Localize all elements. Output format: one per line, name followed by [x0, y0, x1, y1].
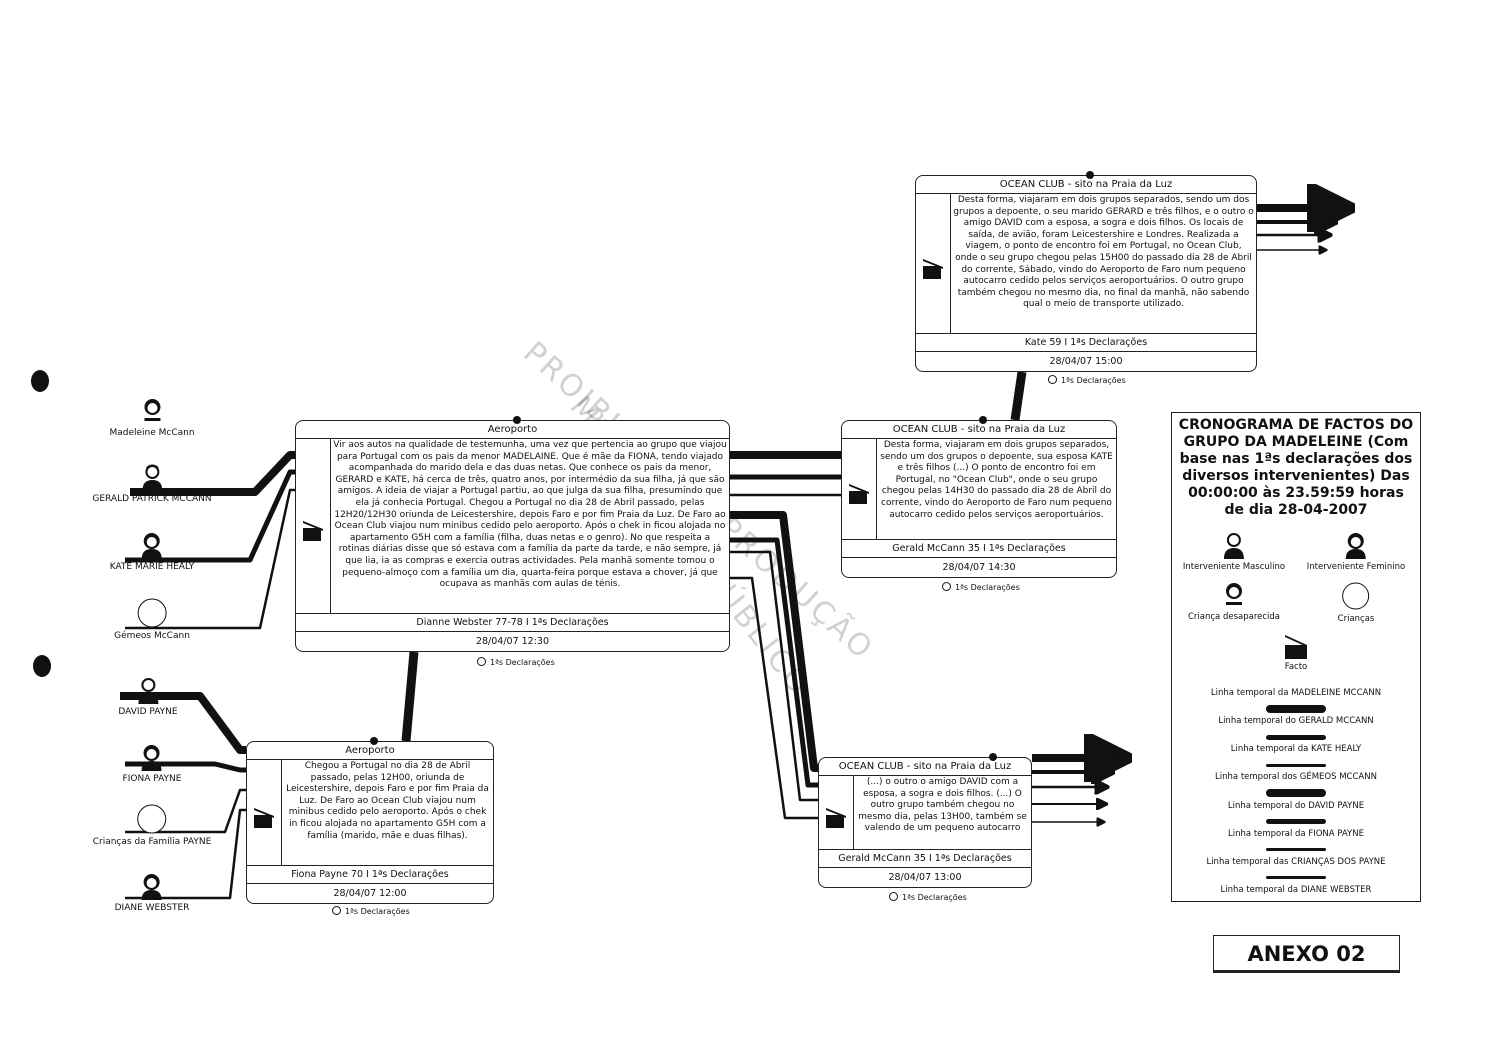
legend-children-label: Crianças — [1337, 614, 1375, 624]
person-madeleine: Madeleine McCann — [109, 397, 195, 438]
legend-timeline-fiona: Linha temporal da FIONA PAYNE — [1228, 829, 1364, 839]
female-icon — [1345, 533, 1366, 559]
fact-icon — [296, 439, 331, 613]
fiona-line — [125, 761, 246, 773]
david-line — [120, 692, 246, 754]
punch-hole — [33, 655, 51, 677]
fact-text: Vir aos autos na qualidade de testemunha… — [333, 440, 727, 590]
fact-datetime: 28/04/07 13:00 — [888, 872, 962, 883]
diane-line — [125, 808, 246, 900]
payne-children-line — [125, 788, 246, 834]
fact-caption: 1ªs Declarações — [477, 657, 555, 667]
legend-timeline-diane: Linha temporal da DIANE WEBSTER — [1220, 885, 1372, 895]
fact-icon — [916, 194, 951, 333]
fact-text: Desta forma, viajaram em dois grupos sep… — [880, 440, 1113, 520]
female-icon — [142, 745, 162, 771]
person-kate: KATE MARIE HEALY — [110, 531, 194, 572]
fact-datetime: 28/04/07 15:00 — [1049, 356, 1123, 367]
male-icon — [1224, 533, 1244, 559]
fact-box: Aeroporto Vir aos autos na qualidade de … — [295, 416, 730, 652]
person-fiona: FIONA PAYNE — [123, 743, 181, 784]
legend-timeline-david: Linha temporal do DAVID PAYNE — [1227, 801, 1365, 811]
fact-icon — [819, 776, 854, 849]
person-david: DAVID PAYNE — [118, 676, 178, 717]
fact-title: OCEAN CLUB - sito na Praia da Luz — [916, 176, 1256, 194]
fact-icon — [247, 760, 282, 865]
timeline-sample — [1266, 705, 1326, 713]
missing-child-icon — [144, 399, 160, 421]
fact-box: OCEAN CLUB - sito na Praia da Luz (...) … — [818, 753, 1032, 888]
legend-missing-label: Criança desaparecida — [1187, 612, 1281, 622]
legend: CRONOGRAMA DE FACTOS DO GRUPO DA MADELEI… — [1171, 412, 1421, 902]
male-icon — [138, 678, 158, 704]
legend-male-label: Interveniente Masculino — [1182, 562, 1286, 572]
female-icon — [142, 533, 162, 559]
twins-line — [125, 488, 295, 630]
fact-source: Gerald McCann 35 I 1ªs Declarações — [819, 850, 1031, 868]
legend-female-label: Interveniente Feminino — [1306, 562, 1406, 572]
fact-box: OCEAN CLUB - sito na Praia da Luz Desta … — [915, 171, 1257, 372]
timeline-sample — [1266, 764, 1326, 767]
fact-text: Chegou a Portugal no dia 28 de Abril pas… — [286, 761, 489, 841]
fact-title: OCEAN CLUB - sito na Praia da Luz — [819, 758, 1031, 776]
fact-source: Fiona Payne 70 I 1ªs Declarações — [247, 866, 493, 884]
fact-source: Gerald McCann 35 I 1ªs Declarações — [842, 540, 1116, 558]
fact-title: Aeroporto — [247, 742, 493, 760]
fact-box: OCEAN CLUB - sito na Praia da Luz Desta … — [841, 416, 1117, 578]
timeline-sample — [1266, 735, 1326, 740]
fact-datetime: 28/04/07 14:30 — [942, 562, 1016, 573]
children-icon — [1342, 582, 1370, 610]
fact-text: Desta forma, viajaram em dois grupos sep… — [953, 195, 1254, 310]
timeline-sample — [1266, 819, 1326, 824]
fact-text: (...) o outro o amigo DAVID com a esposa… — [858, 777, 1027, 834]
fact-icon — [842, 439, 877, 539]
person-twins: Gémeos McCann — [114, 598, 190, 641]
person-payne-children: Crianças da Família PAYNE — [93, 804, 211, 847]
fact-datetime: 28/04/07 12:30 — [475, 636, 550, 647]
legend-timeline-madeleine: Linha temporal da MADELEINE MCCANN — [1210, 688, 1382, 698]
fact-caption: 1ªs Declarações — [332, 906, 410, 916]
person-diane: DIANE WEBSTER — [115, 872, 189, 913]
legend-fact-label: Facto — [1284, 662, 1308, 672]
fact-icon — [1285, 635, 1307, 659]
legend-timeline-gerald: Linha temporal do GERALD MCCANN — [1218, 716, 1374, 726]
male-icon — [141, 464, 162, 491]
legend-timeline-payne-children: Linha temporal das CRIANÇAS DOS PAYNE — [1206, 857, 1386, 867]
legend-timeline-kate: Linha temporal da KATE HEALY — [1230, 744, 1362, 754]
fact-source: Kate 59 I 1ªs Declarações — [916, 334, 1256, 352]
children-icon — [137, 598, 167, 628]
kate-line — [125, 469, 295, 563]
timeline-sample — [1266, 876, 1326, 879]
punch-hole — [31, 370, 49, 392]
timeline-sample — [1266, 848, 1326, 851]
fact-title: Aeroporto — [296, 421, 729, 439]
person-gerald: GERALD PATRICK MCCANN — [92, 463, 212, 504]
female-icon — [142, 874, 162, 900]
fact-caption: 1ªs Declarações — [1048, 375, 1126, 385]
fact-datetime: 28/04/07 12:00 — [333, 888, 407, 899]
fact-caption: 1ªs Declarações — [942, 582, 1020, 592]
legend-timeline-twins: Linha temporal dos GÉMEOS MCCANN — [1215, 772, 1377, 782]
fact-source: Dianne Webster 77-78 I 1ªs Declarações — [296, 614, 729, 632]
legend-title: CRONOGRAMA DE FACTOS DO GRUPO DA MADELEI… — [1178, 417, 1414, 518]
fact-title: OCEAN CLUB - sito na Praia da Luz — [842, 421, 1116, 439]
gerald-line — [130, 451, 295, 496]
fact-caption: 1ªs Declarações — [889, 892, 967, 902]
missing-child-icon — [1225, 583, 1242, 605]
fact-box: Aeroporto Chegou a Portugal no dia 28 de… — [246, 737, 494, 904]
annex-label: ANEXO 02 — [1213, 935, 1400, 973]
timeline-sample — [1266, 789, 1326, 797]
children-icon — [137, 804, 167, 834]
